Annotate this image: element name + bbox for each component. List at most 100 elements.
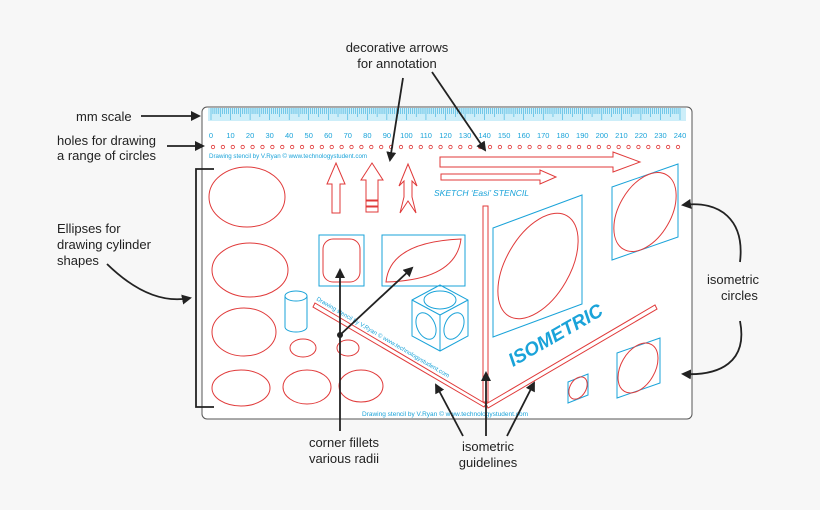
ruler-number: 220: [635, 131, 648, 140]
circle-hole: [517, 144, 522, 150]
decorative-arrow-shapes: [326, 151, 642, 214]
ellipse-3: [211, 307, 277, 357]
circle-hole: [606, 144, 611, 150]
arrow-right-shape-1: [439, 151, 642, 173]
circle-hole: [527, 144, 532, 150]
ellipses-bracket: [195, 168, 214, 408]
callout-isometric-guidelines-line1: isometric: [462, 439, 515, 454]
ruler-number: 70: [344, 131, 352, 140]
callout-isometric-guidelines: isometric guidelines: [435, 371, 535, 470]
circle-hole: [349, 144, 354, 150]
arrow-up-shape-3: [398, 162, 418, 214]
ruler-number: 0: [209, 131, 213, 140]
ruler-number: 120: [439, 131, 452, 140]
circle-hole: [280, 144, 285, 150]
circle-hole: [576, 144, 582, 150]
callout-corner-fillets: corner fillets various radii: [309, 266, 414, 466]
arrow-right-shape-2: [440, 169, 558, 185]
circle-hole: [626, 144, 631, 150]
circle-hole: [290, 144, 295, 150]
circle-hole: [210, 144, 216, 150]
circle-hole: [557, 144, 562, 150]
callout-ellipses-line2: drawing cylinder: [57, 237, 152, 252]
credit-bottom: Drawing stencil by V.Ryan © www.technolo…: [362, 410, 528, 418]
callout-isometric-guidelines-line2: guidelines: [459, 455, 518, 470]
circle-hole: [418, 144, 423, 150]
mm-ruler-band: [208, 108, 686, 121]
callout-decorative-arrows-line2: for annotation: [357, 56, 437, 71]
circle-hole: [270, 144, 275, 150]
ruler-number: 240: [674, 131, 687, 140]
circle-hole: [339, 144, 344, 150]
callout-isometric-circles: isometric circles: [681, 198, 760, 380]
ellipse-6: [338, 369, 384, 403]
circle-hole: [319, 144, 324, 150]
ruler-number: 60: [324, 131, 332, 140]
circle-hole: [408, 144, 413, 150]
ruler-number: 180: [556, 131, 569, 140]
circle-hole: [567, 144, 572, 150]
ellipse-7: [289, 338, 317, 358]
circle-hole: [260, 144, 265, 150]
circle-hole: [329, 144, 334, 150]
circle-hole: [666, 144, 671, 150]
ruler-number: 200: [596, 131, 609, 140]
circle-hole: [646, 144, 651, 150]
isometric-circle-templates: [492, 163, 679, 404]
circle-hole: [468, 144, 473, 150]
circle-hole: [299, 144, 305, 150]
ruler-number: 20: [246, 131, 254, 140]
isometric-cube: [411, 284, 469, 352]
circle-hole: [379, 144, 384, 150]
circle-hole: [428, 144, 433, 150]
ruler-number: 160: [517, 131, 530, 140]
ruler-number: 100: [400, 131, 413, 140]
cylinder-shape: [284, 290, 308, 333]
callout-mm-scale: mm scale: [76, 109, 201, 124]
circle-hole: [596, 144, 601, 150]
ruler-number: 80: [363, 131, 371, 140]
ruler-ticks: [210, 108, 681, 120]
callout-holes-line1: holes for drawing: [57, 133, 156, 148]
ruler-number: 190: [576, 131, 589, 140]
ellipse-8: [336, 339, 360, 357]
circle-hole: [636, 144, 641, 150]
callout-isometric-circles-line1: isometric: [707, 272, 760, 287]
callout-ellipses: Ellipses for drawing cylinder shapes: [57, 168, 214, 408]
ruler-number: 50: [305, 131, 313, 140]
circle-hole: [240, 144, 245, 150]
circle-holes-row: [210, 144, 681, 150]
ellipse-4: [211, 369, 271, 407]
circle-hole: [220, 144, 225, 150]
callout-corner-fillets-line1: corner fillets: [309, 435, 380, 450]
circle-hole: [458, 144, 463, 150]
ruler-number: 130: [459, 131, 472, 140]
ruler-number: 170: [537, 131, 550, 140]
ellipse-templates: [208, 166, 384, 407]
circle-hole: [675, 144, 681, 150]
callout-isometric-circles-line2: circles: [721, 288, 758, 303]
circle-hole: [230, 144, 235, 150]
ruler-number: 10: [226, 131, 234, 140]
circle-hole: [616, 144, 621, 150]
circle-hole: [309, 144, 315, 150]
ruler-number: 150: [498, 131, 511, 140]
ruler-number: 210: [615, 131, 628, 140]
arrow-up-shape-1: [326, 161, 346, 214]
callout-ellipses-line3: shapes: [57, 253, 99, 268]
circle-hole: [487, 144, 493, 150]
ruler-number: 230: [654, 131, 667, 140]
circle-hole: [369, 144, 374, 150]
corner-fillet-templates: [318, 234, 466, 287]
callout-ellipses-line1: Ellipses for: [57, 221, 121, 236]
circle-hole: [547, 144, 552, 150]
circle-hole: [438, 144, 443, 150]
stencil-board: [201, 106, 693, 420]
circle-hole: [537, 144, 542, 150]
callout-holes: holes for drawing a range of circles: [57, 133, 205, 163]
callout-corner-fillets-line2: various radii: [309, 451, 379, 466]
callout-decorative-arrows-line1: decorative arrows: [346, 40, 449, 55]
callout-holes-line2: a range of circles: [57, 148, 156, 163]
